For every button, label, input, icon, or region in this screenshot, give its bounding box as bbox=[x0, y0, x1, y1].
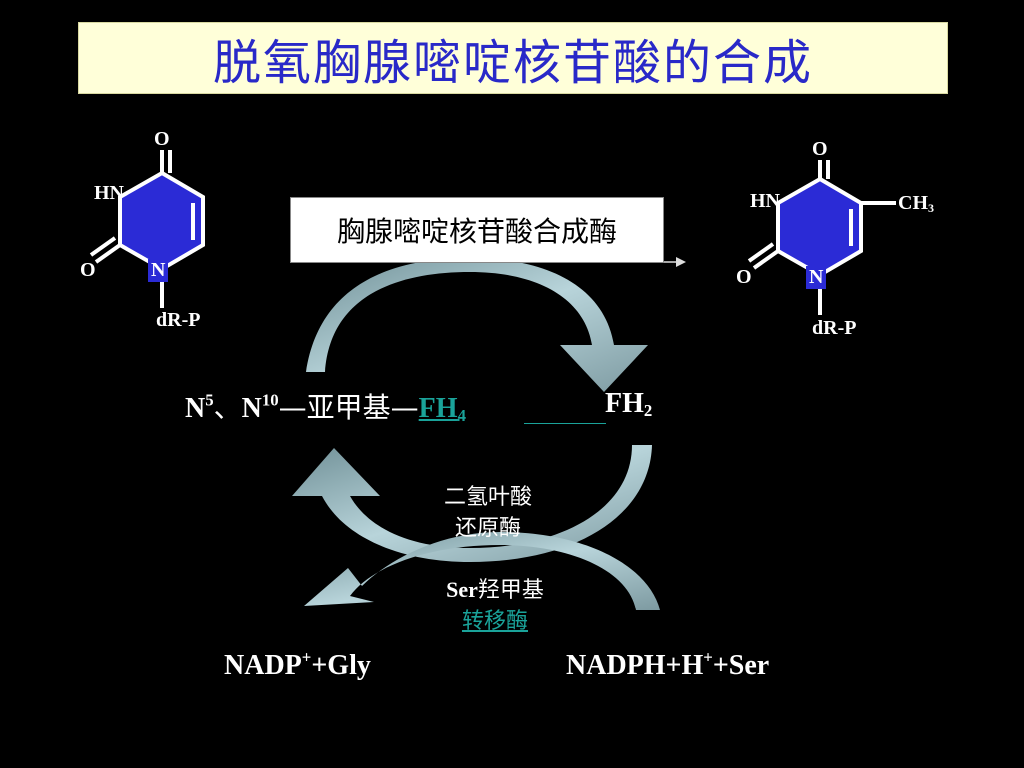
fh4-link[interactable]: FH4 bbox=[418, 393, 466, 426]
dump-o-top: O bbox=[154, 128, 170, 150]
dhfr-label: 二氢叶酸 还原酶 bbox=[443, 485, 532, 541]
nadph-ser-label: NADPH+H++Ser bbox=[566, 647, 770, 681]
top-curved-arrow bbox=[306, 258, 648, 392]
title-banner: 脱氧胸腺嘧啶核苷酸的合成 bbox=[78, 22, 948, 94]
dtmp-methyl: CH3 bbox=[898, 192, 934, 215]
dtmp-c-o-left bbox=[752, 249, 780, 270]
shmt-link[interactable]: 转移酶 bbox=[461, 609, 528, 634]
thymidylate-synthase-label: 胸腺嘧啶核苷酸合成酶 bbox=[336, 215, 617, 248]
dtmp-o-top: O bbox=[812, 138, 828, 160]
dtmp-sugar: dR-P bbox=[812, 317, 857, 339]
fh2-label: FH2 bbox=[605, 388, 653, 421]
dump-c-o-left bbox=[94, 243, 122, 264]
dhfr-curved-arrow bbox=[292, 445, 652, 562]
dump-c-o-left-2 bbox=[89, 236, 117, 257]
dump-ring bbox=[118, 170, 205, 272]
dump-sugar: dR-P bbox=[156, 309, 201, 331]
fh4-underline-extension bbox=[524, 423, 606, 424]
main-reaction-arrowhead bbox=[676, 257, 686, 267]
dtmp-n: N bbox=[806, 266, 827, 289]
shmt-curved-arrow bbox=[304, 532, 660, 610]
shmt-label: Ser羟甲基 转移酶 bbox=[425, 574, 565, 637]
dump-n: N bbox=[148, 259, 169, 282]
dtmp-c-o-left-2 bbox=[747, 242, 775, 263]
methylene-fh4-label: N5、N10—亚甲基—FH4 bbox=[185, 390, 466, 426]
dump-o-left: O bbox=[80, 259, 96, 281]
thymidylate-synthase-box: 胸腺嘧啶核苷酸合成酶 bbox=[290, 197, 664, 263]
dump-hn: HN bbox=[94, 182, 124, 204]
dtmp-ring bbox=[776, 176, 863, 278]
dtmp-o-left: O bbox=[736, 266, 752, 288]
page-title: 脱氧胸腺嘧啶核苷酸的合成 bbox=[212, 35, 813, 91]
nadp-gly-label: NADP++Gly bbox=[224, 647, 371, 681]
dtmp-hn: HN bbox=[750, 190, 780, 212]
